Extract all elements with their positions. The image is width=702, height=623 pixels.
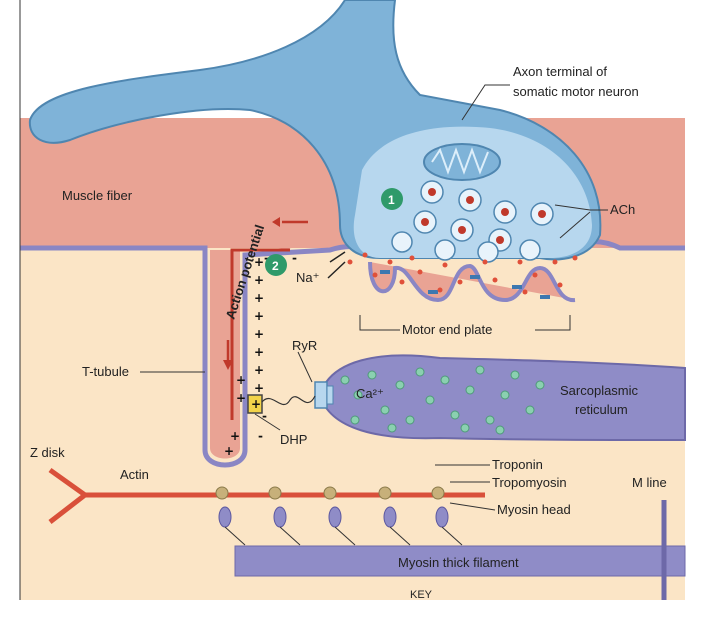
svg-text:-: - <box>262 409 267 423</box>
na-label: Na⁺ <box>296 270 319 285</box>
svg-text:+: + <box>254 363 264 377</box>
svg-text:+: + <box>254 381 264 395</box>
na-arrows <box>327 251 346 279</box>
leader-lines <box>140 84 608 511</box>
ach-molecules <box>347 252 578 295</box>
sr-label-2: reticulum <box>575 402 628 417</box>
svg-text:+: + <box>230 429 240 443</box>
svg-text:-: - <box>258 429 263 443</box>
ap-arrow-down-head <box>223 360 233 370</box>
step-1-number: 1 <box>388 193 395 207</box>
key-label: KEY <box>410 589 433 601</box>
axon-terminal-label-2: somatic motor neuron <box>513 84 639 99</box>
step-2-number: 2 <box>272 259 279 273</box>
z-disk-label: Z disk <box>30 445 65 460</box>
troponin-label: Troponin <box>492 457 543 472</box>
myosin-head-label: Myosin head <box>497 502 571 517</box>
dhp-receptor-icon: + <box>247 394 263 414</box>
dhp-ryr-link <box>261 395 316 406</box>
synaptic-vesicles <box>391 180 554 263</box>
myosin-thick-filament-bar <box>234 545 686 577</box>
ryr-label: RyR <box>292 338 317 353</box>
tropomyosin-label: Tropomyosin <box>492 475 567 490</box>
mitochondrion-icon <box>423 143 501 181</box>
ca-label: Ca²⁺ <box>356 386 384 401</box>
svg-text:+: + <box>254 255 264 269</box>
ach-label: ACh <box>610 202 635 217</box>
calcium-ions <box>340 365 545 435</box>
step-2-badge <box>265 254 287 276</box>
muscle-fiber-label: Muscle fiber <box>62 188 133 203</box>
dhp-label: DHP <box>280 432 307 447</box>
ryr-channel-icon <box>314 381 334 409</box>
m-line-label: M line <box>632 475 667 490</box>
membrane-charges: +++ +++ ++ +++ +-- --- <box>224 251 297 458</box>
motor-end-plate-label: Motor end plate <box>402 322 492 337</box>
t-tubule-label: T-tubule <box>82 364 129 379</box>
svg-text:+: + <box>254 309 264 323</box>
svg-text:+: + <box>254 327 264 341</box>
svg-text:+: + <box>254 273 264 287</box>
svg-text:+: + <box>224 444 234 458</box>
sr-label-1: Sarcoplasmic <box>560 383 639 398</box>
svg-text:+: + <box>236 391 246 405</box>
actin-label: Actin <box>120 467 149 482</box>
step-1-badge <box>381 188 403 210</box>
axon-terminal-label-1: Axon terminal of <box>513 64 607 79</box>
myosin-thick-filament-label: Myosin thick filament <box>398 555 519 570</box>
svg-text:+: + <box>254 345 264 359</box>
svg-text:-: - <box>292 251 297 265</box>
svg-text:-: - <box>264 251 269 265</box>
action-potential-path <box>230 248 290 258</box>
svg-text:+: + <box>251 397 261 411</box>
myosin-heads <box>218 506 463 546</box>
troponin-tropomyosin <box>215 486 445 500</box>
svg-text:+: + <box>236 373 246 387</box>
svg-text:+: + <box>254 291 264 305</box>
ap-arrow-right-head <box>272 217 280 227</box>
